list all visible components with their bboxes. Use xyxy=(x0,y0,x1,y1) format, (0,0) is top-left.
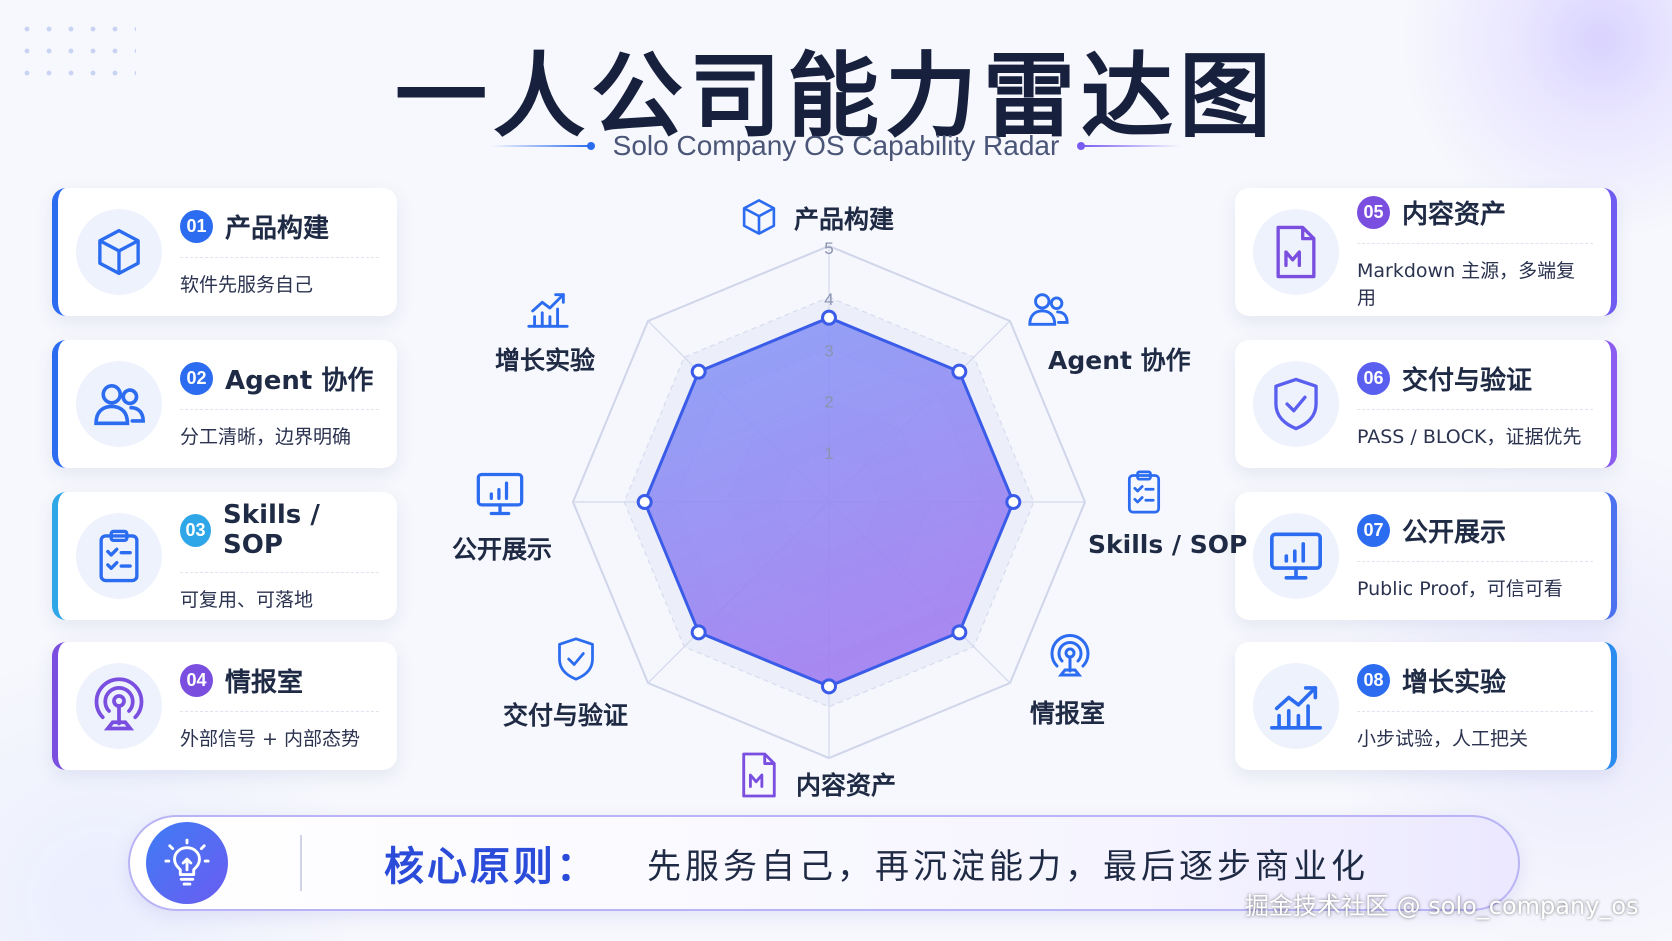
axis-label-agent-collab: Agent 协作 xyxy=(1048,346,1191,375)
card-content-assets: 05 内容资产 Markdown 主源，多端复用 xyxy=(1235,188,1617,316)
subtitle-line-right xyxy=(1077,142,1182,150)
radar-tick-label: 3 xyxy=(824,341,833,360)
growth-chart-icon xyxy=(525,286,571,336)
card-name: 内容资产 xyxy=(1402,200,1507,230)
card-agent-collab: 02 Agent 协作 分工清晰，边界明确 xyxy=(52,340,397,468)
card-number: 03 xyxy=(180,513,212,547)
users-icon xyxy=(76,361,162,447)
card-name: 增长实验 xyxy=(1402,667,1507,698)
card-desc: Markdown 主源，多端复用 xyxy=(1357,260,1576,309)
axis-label-skills-sop: Skills / SOP xyxy=(1088,530,1248,559)
radar-tick-label: 1 xyxy=(824,444,833,463)
core-principle-bar: 核心原则： 先服务自己，再沉淀能力，最后逐步商业化 xyxy=(128,815,1520,911)
card-name: 情报室 xyxy=(225,667,304,698)
card-number: 07 xyxy=(1357,513,1390,547)
axis-label-delivery-verify: 交付与验证 xyxy=(503,701,629,730)
card-desc: 小步试验，人工把关 xyxy=(1357,727,1529,750)
card-growth-experiment: 08 增长实验 小步试验，人工把关 xyxy=(1235,642,1617,770)
card-name: Skills / SOP xyxy=(223,500,320,560)
radar-ticks: 1 2 3 4 5 xyxy=(824,239,833,463)
signal-icon xyxy=(76,663,162,749)
radar-point xyxy=(951,624,968,641)
axis-label-intel-room: 情报室 xyxy=(1030,699,1106,728)
page-subtitle: Solo Company OS Capability Radar xyxy=(612,130,1060,161)
watermark: 掘金技术社区 @ solo_company_os xyxy=(1245,892,1639,920)
radar-point xyxy=(951,363,968,380)
card-delivery-verify: 06 交付与验证 PASS / BLOCK，证据优先 xyxy=(1235,340,1617,468)
radar-points xyxy=(636,309,1022,695)
checklist-icon xyxy=(1122,466,1166,522)
card-intel-room: 04 情报室 外部信号 + 内部态势 xyxy=(52,642,397,770)
radar-point xyxy=(636,494,653,510)
card-desc: 软件先服务自己 xyxy=(180,273,314,296)
radar-tick-label: 5 xyxy=(824,239,833,258)
card-name: 交付与验证 xyxy=(1402,365,1533,396)
cube-icon xyxy=(738,195,780,243)
principle-title: 核心原则： xyxy=(384,844,599,890)
card-number: 08 xyxy=(1357,663,1390,697)
signal-icon xyxy=(1046,632,1094,686)
principle-text: 先服务自己，再沉淀能力，最后逐步商业化 xyxy=(647,846,1369,887)
card-number: 05 xyxy=(1357,196,1390,229)
card-desc: PASS / BLOCK，证据优先 xyxy=(1357,425,1582,448)
axis-label-product-build: 产品构建 xyxy=(794,205,895,234)
monitor-chart-icon xyxy=(474,470,526,522)
radar-point xyxy=(821,678,837,695)
radar-point xyxy=(821,309,837,326)
card-public-showcase: 07 公开展示 Public Proof，可信可看 xyxy=(1235,492,1617,620)
dot-pattern xyxy=(16,18,136,90)
axis-label-content-assets: 内容资产 xyxy=(796,771,897,800)
radar-point xyxy=(1005,494,1022,510)
shield-check-icon xyxy=(1253,361,1339,447)
shield-check-icon xyxy=(554,634,598,688)
principle-divider xyxy=(300,835,302,891)
card-product-build: 01 产品构建 软件先服务自己 xyxy=(52,188,397,316)
subtitle-row: Solo Company OS Capability Radar xyxy=(0,130,1672,162)
axis-label-growth-experiment: 增长实验 xyxy=(495,346,596,375)
card-number: 04 xyxy=(180,663,213,697)
monitor-chart-icon xyxy=(1253,513,1339,599)
growth-chart-icon xyxy=(1253,663,1339,749)
card-number: 01 xyxy=(180,209,213,243)
radar-point xyxy=(690,363,707,380)
radar-tick-label: 2 xyxy=(824,393,833,412)
card-name: Agent 协作 xyxy=(225,365,374,396)
radar-point xyxy=(690,624,707,641)
lightbulb-icon xyxy=(146,822,228,904)
checklist-icon xyxy=(76,513,162,599)
card-desc: 可复用、可落地 xyxy=(180,589,314,611)
card-skills-sop: 03 Skills / SOP 可复用、可落地 xyxy=(52,492,397,620)
card-desc: 分工清晰，边界明确 xyxy=(180,425,352,448)
page-title: 一人公司能力雷达图 xyxy=(394,43,1277,150)
radar-tick-label: 4 xyxy=(824,290,833,309)
cube-icon xyxy=(76,209,162,295)
card-number: 02 xyxy=(180,361,213,395)
markdown-file-icon xyxy=(738,750,780,804)
users-icon xyxy=(1023,286,1073,336)
card-desc: 外部信号 + 内部态势 xyxy=(180,727,360,750)
axis-label-public-showcase: 公开展示 xyxy=(452,535,553,564)
card-name: 公开展示 xyxy=(1402,517,1507,548)
card-number: 06 xyxy=(1357,361,1390,395)
markdown-file-icon xyxy=(1253,209,1339,295)
card-name: 产品构建 xyxy=(225,213,330,244)
subtitle-line-left xyxy=(490,142,595,150)
card-desc: Public Proof，可信可看 xyxy=(1357,577,1563,600)
